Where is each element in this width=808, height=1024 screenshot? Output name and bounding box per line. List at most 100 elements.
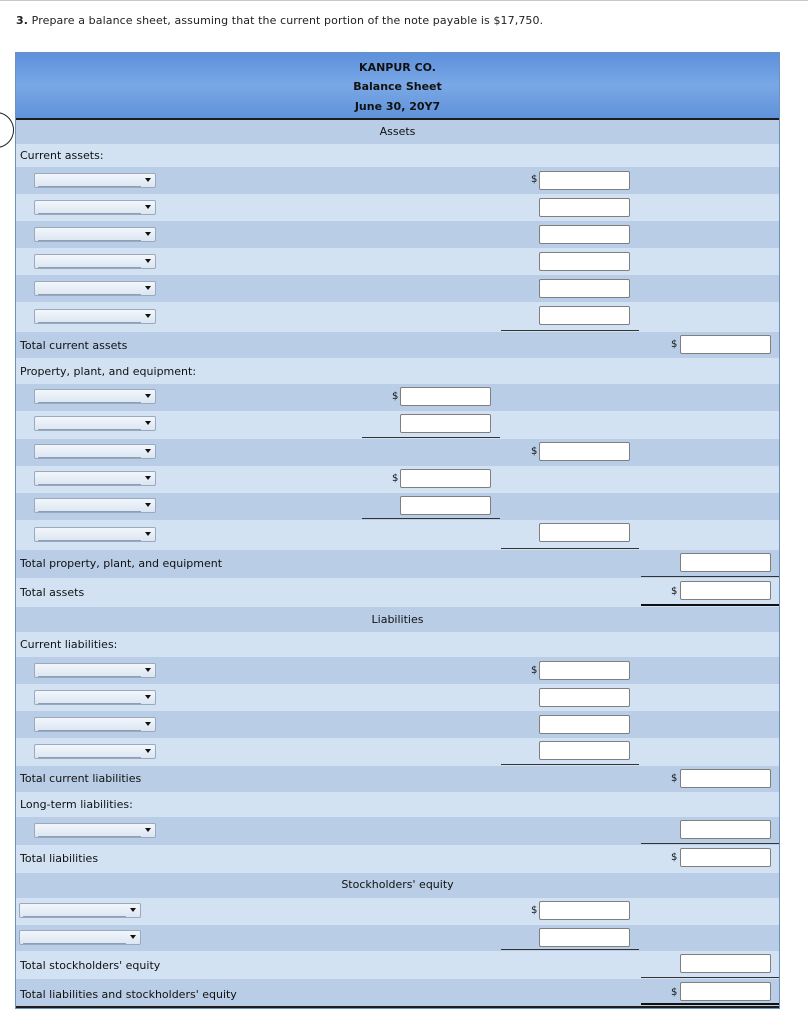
account-select[interactable] bbox=[34, 498, 156, 513]
subtotal-underline bbox=[362, 437, 500, 438]
account-select[interactable] bbox=[34, 744, 156, 759]
total-amount-input[interactable] bbox=[680, 848, 771, 867]
section-equity: Stockholders' equity bbox=[341, 878, 454, 891]
total-amount-input[interactable] bbox=[680, 982, 771, 1001]
row-ppe-header: Property, plant, and equipment: bbox=[16, 358, 779, 384]
row-total-current-assets: Total current assets $ bbox=[16, 332, 779, 358]
chevron-down-icon bbox=[145, 722, 151, 726]
amount-input[interactable] bbox=[539, 198, 630, 217]
account-select[interactable] bbox=[34, 416, 156, 431]
total-amount-input[interactable] bbox=[680, 581, 771, 600]
row-current-liabilities-header: Current liabilities: bbox=[16, 632, 779, 657]
label-total-assets: Total assets bbox=[20, 586, 85, 599]
amount-input[interactable] bbox=[539, 225, 630, 244]
account-select[interactable] bbox=[34, 471, 156, 486]
account-select[interactable] bbox=[34, 309, 156, 324]
account-select[interactable] bbox=[34, 281, 156, 296]
chevron-down-icon bbox=[145, 695, 151, 699]
statement-title: Balance Sheet bbox=[353, 80, 442, 93]
dollar-sign: $ bbox=[671, 987, 678, 998]
subtotal-underline bbox=[641, 977, 779, 978]
table-row bbox=[16, 520, 779, 550]
chevron-down-icon bbox=[145, 828, 151, 832]
account-select[interactable] bbox=[34, 227, 156, 242]
row-total-liabilities: Total liabilities $ bbox=[16, 845, 779, 873]
account-select[interactable] bbox=[34, 389, 156, 404]
label-ppe: Property, plant, and equipment: bbox=[20, 365, 197, 378]
amount-input[interactable] bbox=[539, 715, 630, 734]
account-select[interactable] bbox=[34, 444, 156, 459]
subtotal-underline bbox=[641, 843, 779, 844]
row-long-term-header: Long-term liabilities: bbox=[16, 792, 779, 817]
chevron-down-icon bbox=[145, 532, 151, 536]
row-total-assets: Total assets $ bbox=[16, 578, 779, 607]
total-amount-input[interactable] bbox=[680, 553, 771, 572]
top-divider bbox=[0, 0, 808, 1]
row-total-ppe: Total property, plant, and equipment bbox=[16, 550, 779, 578]
amount-input[interactable] bbox=[539, 306, 630, 325]
double-underline bbox=[641, 1003, 779, 1005]
chevron-down-icon bbox=[145, 421, 151, 425]
label-total-equity: Total stockholders' equity bbox=[20, 959, 161, 972]
total-amount-input[interactable] bbox=[680, 335, 771, 354]
amount-input[interactable] bbox=[680, 820, 771, 839]
subtotal-underline bbox=[501, 764, 639, 765]
table-row bbox=[16, 194, 779, 221]
table-row bbox=[16, 738, 779, 766]
account-select[interactable] bbox=[34, 663, 156, 678]
account-select[interactable] bbox=[34, 173, 156, 188]
double-underline bbox=[641, 604, 779, 606]
account-select[interactable] bbox=[34, 200, 156, 215]
amount-input[interactable] bbox=[539, 171, 630, 190]
amount-input[interactable] bbox=[539, 901, 630, 920]
table-row: $ bbox=[16, 439, 779, 466]
amount-input[interactable] bbox=[539, 741, 630, 760]
amount-input[interactable] bbox=[400, 496, 491, 515]
company-name: KANPUR CO. bbox=[359, 61, 436, 74]
amount-input[interactable] bbox=[539, 252, 630, 271]
sheet-header: KANPUR CO. Balance Sheet June 30, 20Y7 bbox=[16, 53, 779, 118]
section-liabilities: Liabilities bbox=[371, 613, 424, 626]
section-row-equity: Stockholders' equity bbox=[16, 873, 779, 898]
label-current-assets: Current assets: bbox=[20, 149, 104, 162]
balance-sheet-form: KANPUR CO. Balance Sheet June 30, 20Y7 A… bbox=[15, 52, 780, 1009]
account-select[interactable] bbox=[34, 823, 156, 838]
account-select[interactable] bbox=[34, 690, 156, 705]
table-row bbox=[16, 221, 779, 248]
amount-input[interactable] bbox=[539, 523, 630, 542]
account-select[interactable] bbox=[34, 717, 156, 732]
amount-input[interactable] bbox=[539, 928, 630, 947]
account-select[interactable] bbox=[19, 930, 141, 945]
chevron-down-icon bbox=[145, 178, 151, 182]
amount-input[interactable] bbox=[539, 661, 630, 680]
total-amount-input[interactable] bbox=[680, 954, 771, 973]
amount-input[interactable] bbox=[539, 279, 630, 298]
table-row bbox=[16, 711, 779, 738]
dollar-sign: $ bbox=[531, 174, 538, 185]
row-total-current-liabilities: Total current liabilities $ bbox=[16, 766, 779, 792]
table-row: $ bbox=[16, 384, 779, 411]
label-total-liabilities-equity: Total liabilities and stockholders' equi… bbox=[20, 988, 237, 1001]
section-row-assets: Assets bbox=[16, 120, 779, 144]
amount-input[interactable] bbox=[539, 688, 630, 707]
table-row: $ bbox=[16, 466, 779, 493]
amount-input[interactable] bbox=[400, 414, 491, 433]
chevron-down-icon bbox=[145, 503, 151, 507]
account-select[interactable] bbox=[34, 254, 156, 269]
amount-input[interactable] bbox=[539, 442, 630, 461]
dollar-sign: $ bbox=[671, 852, 678, 863]
total-amount-input[interactable] bbox=[680, 769, 771, 788]
account-select[interactable] bbox=[34, 527, 156, 542]
chevron-down-icon bbox=[145, 232, 151, 236]
amount-input[interactable] bbox=[400, 469, 491, 488]
account-select[interactable] bbox=[19, 903, 141, 918]
amount-input[interactable] bbox=[400, 387, 491, 406]
chevron-down-icon bbox=[145, 394, 151, 398]
subtotal-underline bbox=[501, 548, 639, 549]
dollar-sign: $ bbox=[671, 773, 678, 784]
table-row bbox=[16, 411, 779, 439]
dollar-sign: $ bbox=[392, 473, 399, 484]
label-long-term-liabilities: Long-term liabilities: bbox=[20, 798, 133, 811]
partial-circle-icon bbox=[0, 112, 14, 148]
table-row bbox=[16, 302, 779, 332]
